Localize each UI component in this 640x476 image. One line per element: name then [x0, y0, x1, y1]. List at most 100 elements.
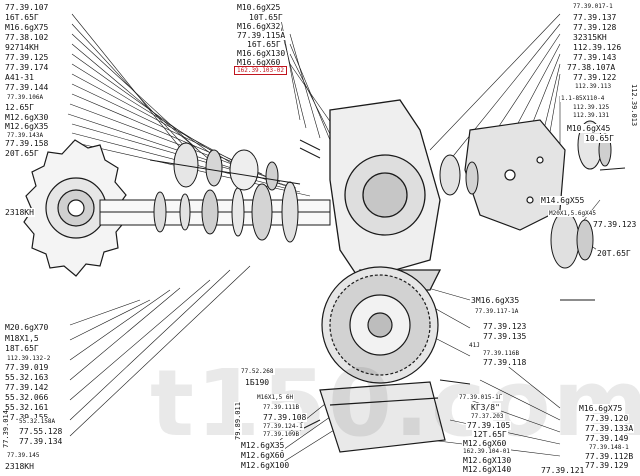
part-label: 77.39.109B [262, 431, 301, 438]
part-label: 77.39.107 [4, 3, 50, 12]
part-label: M16.6gX75 [578, 404, 624, 413]
part-label: 16T.65Г [4, 13, 40, 22]
part-label: 1Б190 [244, 378, 271, 387]
part-label: A41-31 [4, 73, 35, 82]
part-label: M10.6gX25 [236, 3, 282, 12]
part-label: 77.55.128 [18, 427, 64, 436]
part-label: 77.39.134 [18, 437, 64, 446]
part-label: 77.39.124-1 [262, 423, 304, 430]
part-label: 77.39.133A [584, 424, 635, 433]
part-label: 77.39.118 [482, 358, 528, 367]
part-label: M10.6gX45 [566, 124, 612, 133]
upper-bearing-train [149, 142, 301, 191]
part-label: 112.39.113 [574, 83, 613, 90]
part-label: 77.39.019 [4, 363, 50, 372]
part-label: 77.39.108 [262, 413, 308, 422]
watermark: t150.com.ua [150, 350, 640, 457]
part-label: 77.39.123 [482, 322, 528, 331]
right-bearing-stack [439, 120, 612, 269]
part-label: 16T.65Г [246, 40, 282, 49]
part-label: M12.6gX35 [4, 122, 50, 131]
part-label: 77.39.148-1 [588, 444, 630, 451]
part-label: 77.39.174 [4, 63, 50, 72]
part-label: 77.39.122 [572, 73, 618, 82]
part-label: 12.65Г [4, 103, 35, 112]
part-label: 77.39.149 [584, 434, 630, 443]
part-label: 77.39.143 [572, 53, 618, 62]
part-label: 77.39.105 [466, 421, 512, 430]
part-label: 20T.65Г [596, 249, 632, 258]
part-label: 41J [468, 342, 481, 349]
part-label: 77.39.106A [6, 94, 45, 101]
part-label: 77.39.137 [572, 13, 618, 22]
vertical-part-label: 77.39.014 [2, 410, 10, 448]
part-label: 55.32.163 [4, 373, 50, 382]
part-label: 92714KH [4, 43, 40, 52]
part-label: M16.6gX130 [236, 49, 287, 58]
part-label: 77.52.268 [240, 368, 275, 375]
vertical-part-label: 112.39.013 [630, 84, 638, 127]
part-label: 77.39.158 [4, 139, 50, 148]
sprocket-left [23, 139, 127, 277]
part-label: 2318KH [4, 208, 35, 217]
part-label: 77.39.117-1A [474, 308, 520, 315]
part-label: M12.6gX100 [240, 461, 291, 470]
part-label: 112.39.126 [572, 43, 623, 52]
part-label: 77.38.107A [566, 63, 617, 72]
lower-cover [319, 381, 446, 453]
part-label: 77.39.111B [262, 404, 301, 411]
part-label: KГ3/8" [470, 403, 501, 412]
part-label: M20.6gX70 [4, 323, 50, 332]
part-label: 77.38.102 [4, 33, 50, 42]
part-label: M12.6gX60 [240, 451, 286, 460]
part-label: 3M16.6gX35 [470, 296, 521, 305]
part-label: 77.39.128 [572, 23, 618, 32]
part-label: 77.39.143A [6, 132, 45, 139]
part-label: M18X1,5 [4, 334, 40, 343]
part-label: 55.32.066 [4, 393, 50, 402]
vertical-part-label: 79.89.011 [234, 402, 242, 440]
part-label: 20T.65Г [4, 149, 40, 158]
part-label: 77.39.142 [4, 383, 50, 392]
part-label: 77.39.112B [584, 452, 635, 461]
part-label: 77.39.116B [482, 350, 521, 357]
part-label: 77.39.129 [584, 461, 630, 470]
part-label: 55.32.158A [18, 418, 57, 425]
part-label: 112.39.132-2 [6, 355, 52, 362]
highlighted-part-label[interactable]: 162.39.103-02 [234, 66, 287, 75]
part-label: 77.39.125 [4, 53, 50, 62]
part-label: M14.6gX55 [540, 196, 586, 205]
part-label: 162.39.104-01 [462, 448, 511, 455]
part-label: M16.6gX60 [236, 58, 282, 67]
part-label: 2318KH [4, 462, 35, 471]
part-label: 77.39.155 [4, 413, 50, 422]
part-label: 77.39.144 [4, 83, 50, 92]
part-label: 77.39.135 [482, 332, 528, 341]
part-label: 77.39.015-1Г [458, 394, 504, 401]
part-label: M16.6gX75 [4, 23, 50, 32]
part-label: 18T.65Г [4, 344, 40, 353]
bolts [299, 139, 626, 431]
part-label: 77.39.120 [584, 414, 630, 423]
part-label: 77.39.115A [236, 31, 287, 40]
part-label: 32315KH [572, 33, 608, 42]
part-label: M12.6gX30 [4, 113, 50, 122]
part-label: M12.6gX60 [462, 439, 508, 448]
part-label: 10.65Г [584, 134, 615, 143]
part-label: 77.39.017-1 [572, 3, 614, 10]
part-label: M12.6gX35 [240, 441, 286, 450]
part-label: M16X1,5 6H [256, 394, 295, 401]
part-label: M16.6gX32 [236, 22, 282, 31]
part-label: 12T.65Г [472, 430, 508, 439]
part-label: 77.39.121 [540, 466, 586, 475]
part-label: 1.1-85X110-4 [560, 95, 606, 102]
part-label: 112.39.125 [572, 104, 611, 111]
part-label: M12.6gX130 [462, 456, 513, 465]
final-drive-housing [329, 99, 442, 291]
main-shaft [99, 181, 331, 243]
part-label: 77.39.145 [6, 452, 41, 459]
part-label: M12.6gX140 [462, 465, 513, 474]
ring-gear [321, 266, 439, 384]
